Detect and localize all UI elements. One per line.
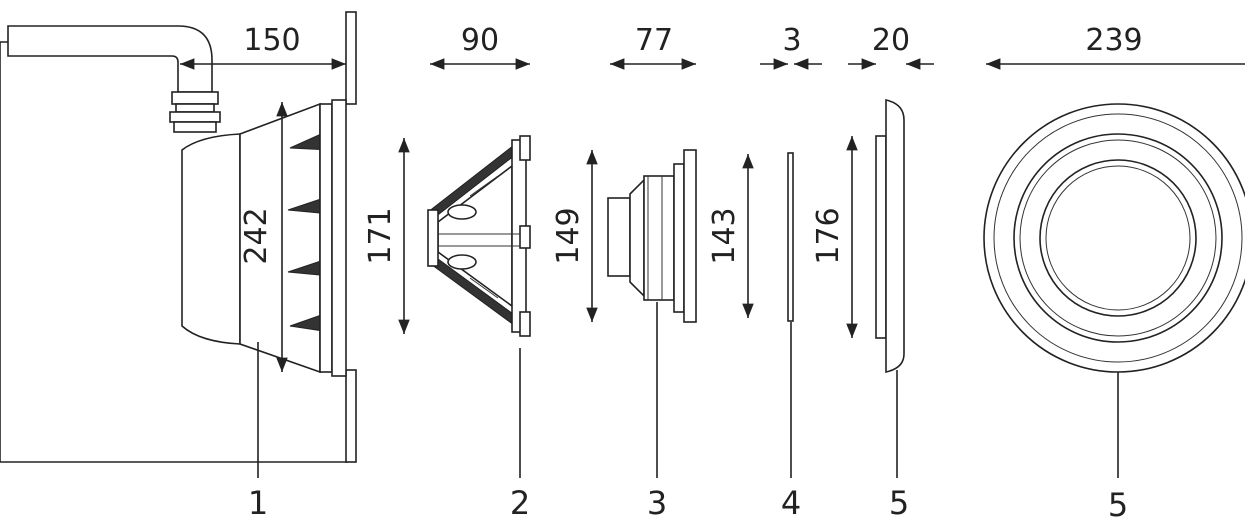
dim-150-label: 150: [243, 23, 300, 58]
dim-176-label: 176: [811, 207, 846, 264]
callout-leaders: [257, 302, 1119, 478]
callout-3: 3: [647, 484, 667, 520]
part-1-housing: [0, 11, 357, 463]
dimension-lines: [180, 58, 1245, 372]
dim-143-label: 143: [707, 207, 742, 264]
callout-1: 1: [248, 484, 268, 520]
dim-239-label: 239: [1085, 23, 1142, 58]
part-3-lamp-insert: [607, 149, 697, 323]
part-5-ring-side: [875, 99, 905, 373]
dim-90-label: 90: [461, 23, 499, 58]
part-2-bracket: [427, 135, 531, 337]
callout-5-front: 5: [1108, 486, 1128, 520]
dim-171-label: 171: [363, 207, 398, 264]
dim-149-label: 149: [551, 207, 586, 264]
callout-2: 2: [510, 484, 530, 520]
dim-20-label: 20: [872, 23, 910, 58]
part-4-gasket: [787, 152, 794, 322]
dim-242-label: 242: [239, 207, 274, 264]
dim-3-label: 3: [782, 23, 801, 58]
part-5-ring-front: [983, 103, 1245, 373]
callout-4: 4: [781, 484, 801, 520]
callout-5-side: 5: [889, 484, 909, 520]
dim-77-label: 77: [635, 23, 673, 58]
